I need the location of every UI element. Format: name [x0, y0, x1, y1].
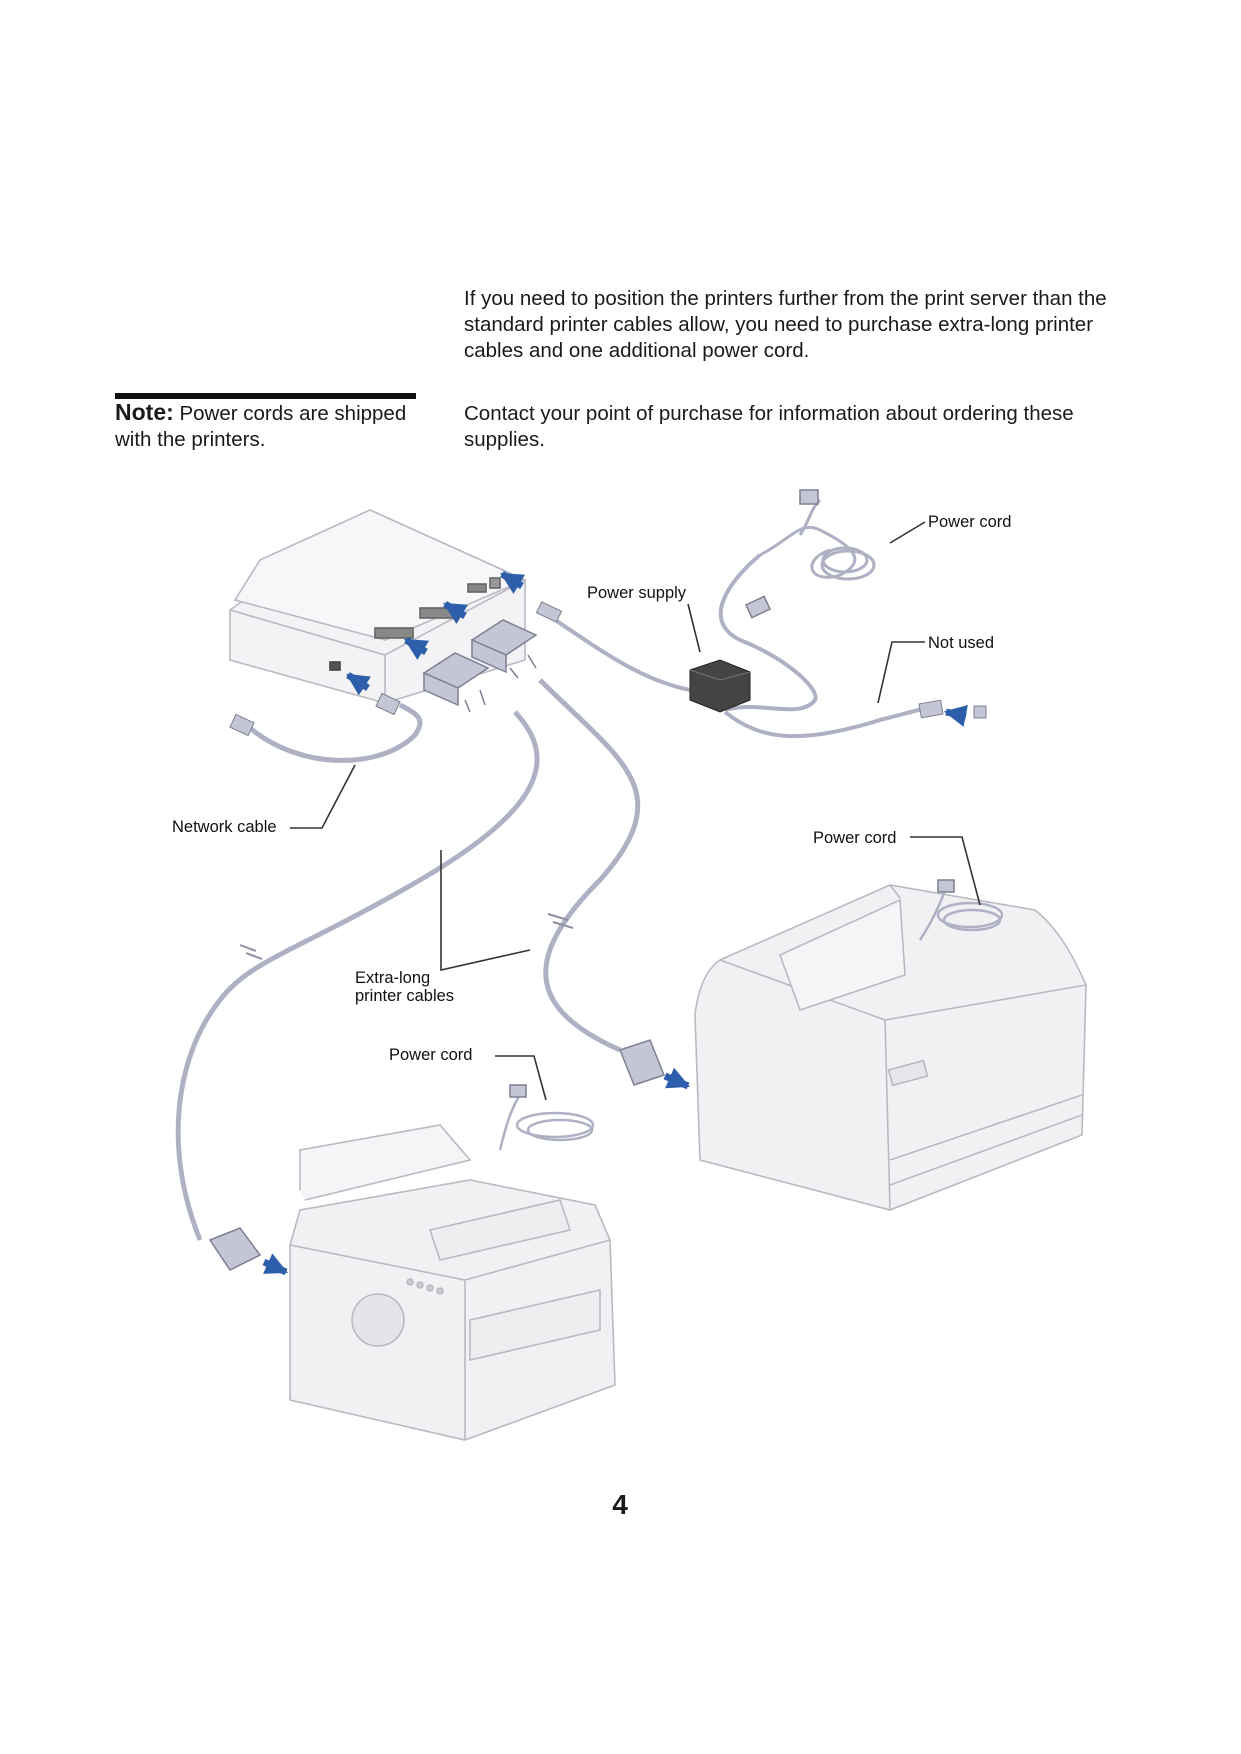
label-power-supply: Power supply — [587, 584, 687, 602]
page-number: 4 — [612, 1489, 628, 1520]
label-not-used: Not used — [928, 634, 994, 652]
note-rule — [115, 393, 416, 399]
intro-paragraph: If you need to position the printers fur… — [464, 287, 1107, 362]
note-label: Note: — [115, 399, 174, 425]
note-text: Power cords are shipped with the printer… — [115, 402, 407, 451]
network-cable — [229, 692, 423, 763]
power-cord-bottom — [498, 1084, 595, 1151]
power-supply — [535, 553, 987, 739]
power-cord-right — [918, 879, 1004, 941]
power-cord-top — [744, 489, 876, 619]
insertion-arrows — [262, 570, 968, 1276]
label-power-cord-bottom: Power cord — [389, 1046, 472, 1064]
label-power-cord-right: Power cord — [813, 829, 896, 847]
printer-cable-connectors — [422, 619, 538, 713]
printer-right — [694, 884, 1087, 1211]
label-power-cord-top: Power cord — [928, 513, 1011, 531]
printer-cable-ends — [208, 1039, 665, 1271]
label-network-cable: Network cable — [172, 818, 277, 836]
label-extra-long: Extra-long — [355, 969, 430, 987]
leader-lines — [290, 521, 981, 1101]
printer-left — [289, 1124, 616, 1441]
cable-break-marks — [239, 913, 574, 960]
note: Note: Power cords are shipped with the p… — [115, 399, 425, 453]
contact-paragraph: Contact your point of purchase for infor… — [464, 402, 1074, 451]
extra-long-printer-cables — [175, 678, 641, 1241]
label-printer-cables: printer cables — [355, 987, 454, 1005]
print-server — [229, 509, 527, 704]
